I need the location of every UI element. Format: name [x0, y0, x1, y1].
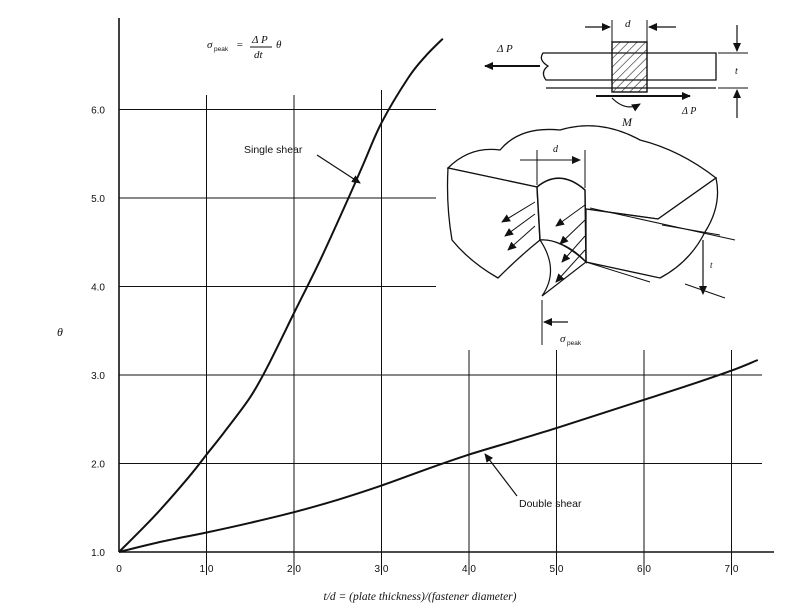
double-shear-leader-arrow [484, 453, 518, 497]
y-tick-label: 4.0 [91, 283, 105, 294]
label-dP-left: Δ P [496, 43, 513, 55]
x-tick-label: 4.0 [462, 564, 476, 575]
y-tick-label: 2.0 [91, 460, 105, 471]
x-tick-label: 7.0 [725, 564, 739, 575]
formula-numerator: Δ P [251, 34, 268, 46]
plate-interface-line [589, 207, 736, 241]
series-line-double-shear [118, 359, 759, 553]
formula-theta: θ [276, 39, 282, 51]
plate-lower-line [585, 261, 651, 283]
label-d-mid: d [553, 144, 559, 155]
y-tick-label: 5.0 [91, 194, 105, 205]
series-label-single-shear: Single shear [244, 144, 303, 156]
stress-line-6 [561, 235, 586, 263]
formula-sigma-sub: peak [214, 46, 229, 53]
x-tick-label: 6.0 [637, 564, 651, 575]
label-d-top: d [625, 18, 631, 30]
x-tick-label: 5.0 [550, 564, 564, 575]
y-tick-label: 3.0 [91, 371, 105, 382]
label-M: M [621, 115, 633, 129]
formula: σ peak = Δ P dt θ [207, 34, 282, 61]
y-tick-label: 6.0 [91, 106, 105, 117]
label-sigma-sub: peak [567, 340, 582, 347]
dim-t-mid-line-bottom [684, 283, 726, 299]
stress-line-4 [555, 204, 586, 227]
label-t-top: t [735, 66, 738, 77]
stress-line-1 [501, 201, 536, 223]
stress-line-2 [504, 213, 536, 237]
single-shear-leader-arrow [316, 154, 361, 184]
x-tick-label: 0 [116, 564, 122, 575]
label-t-mid: t [710, 260, 713, 270]
x-tick-label: 1.0 [200, 564, 214, 575]
y-tick-label: 1.0 [91, 548, 105, 559]
series-label-double-shear: Double shear [519, 498, 582, 510]
block-left-face [446, 167, 541, 279]
axes [118, 18, 774, 553]
label-dP-right: Δ P [681, 106, 696, 117]
fastener-hatched [611, 41, 648, 93]
stress-line-7 [555, 249, 586, 283]
moment-arrow [611, 97, 641, 112]
formula-denominator: dt [254, 49, 264, 61]
label-sigma: σ [560, 333, 566, 345]
x-tick-label: 2.0 [287, 564, 301, 575]
joint-side-view-diagram: d Δ P t M Δ P [484, 18, 748, 129]
dim-t-mid-line-top [661, 224, 721, 236]
formula-sigma: σ [207, 39, 213, 51]
x-tick-labels: 0 1.0 2.0 3.0 4.0 5.0 6.0 7.0 [116, 564, 739, 575]
formula-equals: = [236, 39, 243, 51]
x-tick-label: 3.0 [375, 564, 389, 575]
stress-line-5 [559, 219, 586, 245]
stress-line-3 [507, 225, 536, 251]
y-axis-label: θ [57, 325, 63, 339]
grid-lines [119, 90, 762, 575]
y-tick-labels: 1.0 2.0 3.0 4.0 5.0 6.0 [91, 106, 105, 560]
series-line-single-shear [118, 37, 444, 553]
hole-cutaway-diagram: d t σ peak [446, 125, 736, 347]
x-axis-label: t/d = (plate thickness)/(fastener diamet… [324, 591, 517, 603]
